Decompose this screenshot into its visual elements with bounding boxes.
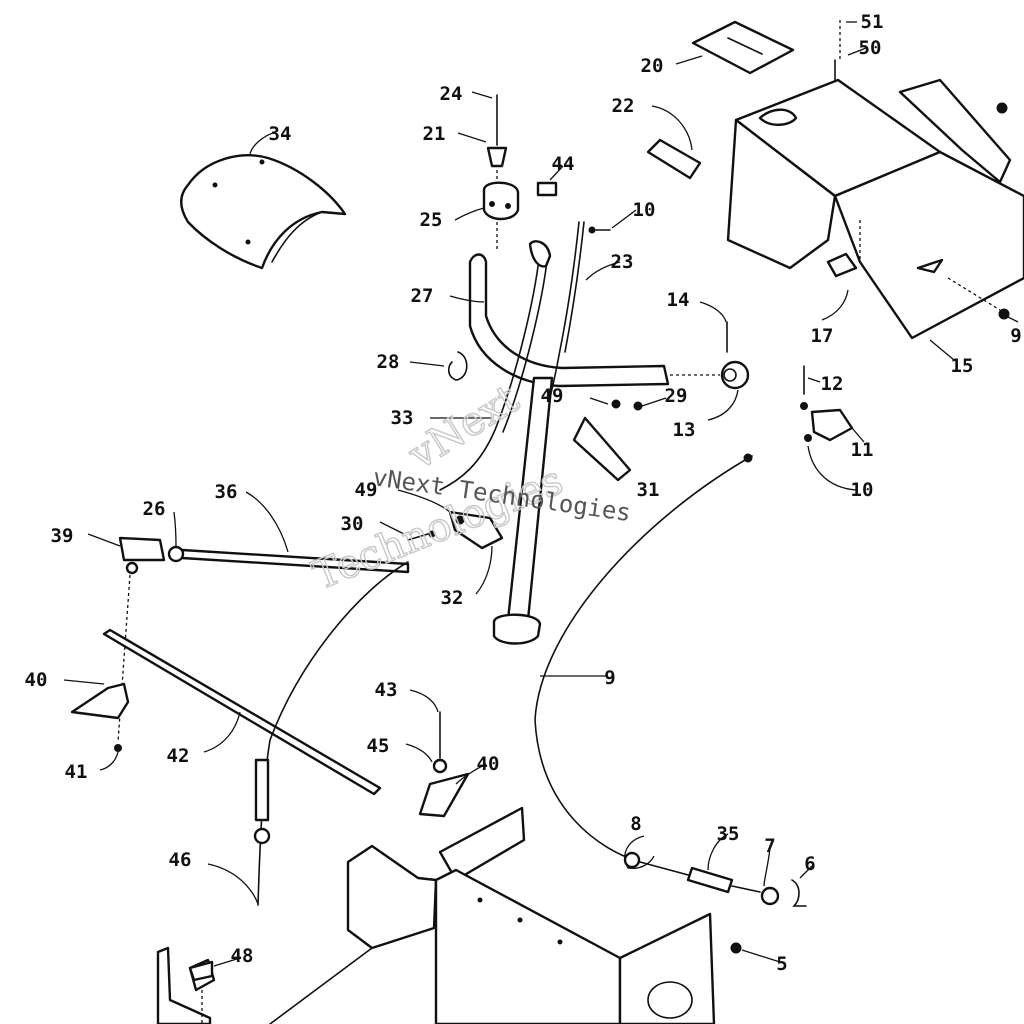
part-20-decal <box>691 20 795 75</box>
callout-c13: 13 <box>673 419 696 441</box>
callout-c15: 15 <box>951 355 974 377</box>
callout-c43: 43 <box>375 679 398 701</box>
part-46-ferrule <box>253 827 271 845</box>
callout-c48: 48 <box>231 945 254 967</box>
part-30-screw <box>407 530 436 541</box>
part-24-21-25-knob-assembly <box>482 94 520 252</box>
callout-c44: 44 <box>552 153 575 175</box>
callout-c21: 21 <box>423 123 446 145</box>
callout-c23: 23 <box>611 251 634 273</box>
part-40-bracket-left <box>70 682 130 720</box>
callout-c11: 11 <box>851 439 874 461</box>
callout-c25: 25 <box>420 209 443 231</box>
part-41-nut <box>114 744 122 752</box>
callout-c12: 12 <box>821 373 844 395</box>
part-9-cable <box>534 455 753 863</box>
part-22-grip <box>646 138 702 180</box>
callout-c32: 32 <box>441 587 464 609</box>
part-46-spring <box>254 758 270 822</box>
callout-c42: 42 <box>167 745 190 767</box>
callout-c10b: 10 <box>851 479 874 501</box>
steering-post <box>448 376 643 645</box>
callout-c22: 22 <box>612 95 635 117</box>
part-27-handlebar <box>468 253 750 390</box>
part-33-cable <box>439 249 541 491</box>
callout-c39: 39 <box>51 525 74 547</box>
callout-c26: 26 <box>143 498 166 520</box>
part-28-clip <box>447 351 468 381</box>
callout-c40a: 40 <box>25 669 48 691</box>
callout-c28: 28 <box>377 351 400 373</box>
callout-c30: 30 <box>341 513 364 535</box>
callout-c29: 29 <box>665 385 688 407</box>
callout-c10a: 10 <box>633 199 656 221</box>
callout-c49b: 49 <box>355 479 378 501</box>
callout-c7: 7 <box>764 835 775 857</box>
callout-c41: 41 <box>65 761 88 783</box>
leader-lines <box>63 21 1019 967</box>
part-33-cable-outline <box>502 251 549 433</box>
callout-c50: 50 <box>859 37 882 59</box>
callout-c9b: 9 <box>1010 325 1021 347</box>
callout-labels: 51 50 20 24 22 34 21 44 25 10 23 27 14 17 15 9 28 12 49 29 3… <box>25 11 1022 975</box>
callout-c14: 14 <box>667 289 690 311</box>
callout-c33: 33 <box>391 407 414 429</box>
watermark-brand: vNext <box>400 376 527 479</box>
part-40-bracket-right <box>418 711 470 818</box>
callout-c9: 9 <box>604 667 615 689</box>
callout-c24: 24 <box>440 83 463 105</box>
callout-c34: 34 <box>269 123 292 145</box>
callout-c45: 45 <box>367 735 390 757</box>
part-34-cover <box>180 154 347 270</box>
part-48-bolt <box>188 960 214 982</box>
part-5-nut <box>730 942 742 954</box>
callout-c35: 35 <box>717 823 740 845</box>
callout-c49a: 49 <box>541 385 564 407</box>
callout-c40b: 40 <box>477 753 500 775</box>
part-11-switch <box>800 365 854 442</box>
part-36-tie-rod <box>118 536 410 575</box>
part-33-cable-end <box>528 240 552 268</box>
callout-c31: 31 <box>637 479 660 501</box>
part-10-screw-top <box>588 226 611 234</box>
callout-c20: 20 <box>641 55 664 77</box>
part-42-rod <box>102 628 382 796</box>
callout-c17: 17 <box>811 325 834 347</box>
part-15-console <box>726 20 1024 340</box>
callout-c8: 8 <box>630 813 641 835</box>
part-23-cable-outline <box>564 221 585 353</box>
callout-c5: 5 <box>776 953 787 975</box>
callout-c6: 6 <box>804 853 815 875</box>
part-44-clip <box>536 181 558 197</box>
part-35-spring-assembly <box>623 851 807 907</box>
frame-assembly <box>156 806 716 1024</box>
callout-c51: 51 <box>861 11 884 33</box>
callout-c36: 36 <box>215 481 238 503</box>
callout-c27: 27 <box>411 285 434 307</box>
callout-c46: 46 <box>169 849 192 871</box>
